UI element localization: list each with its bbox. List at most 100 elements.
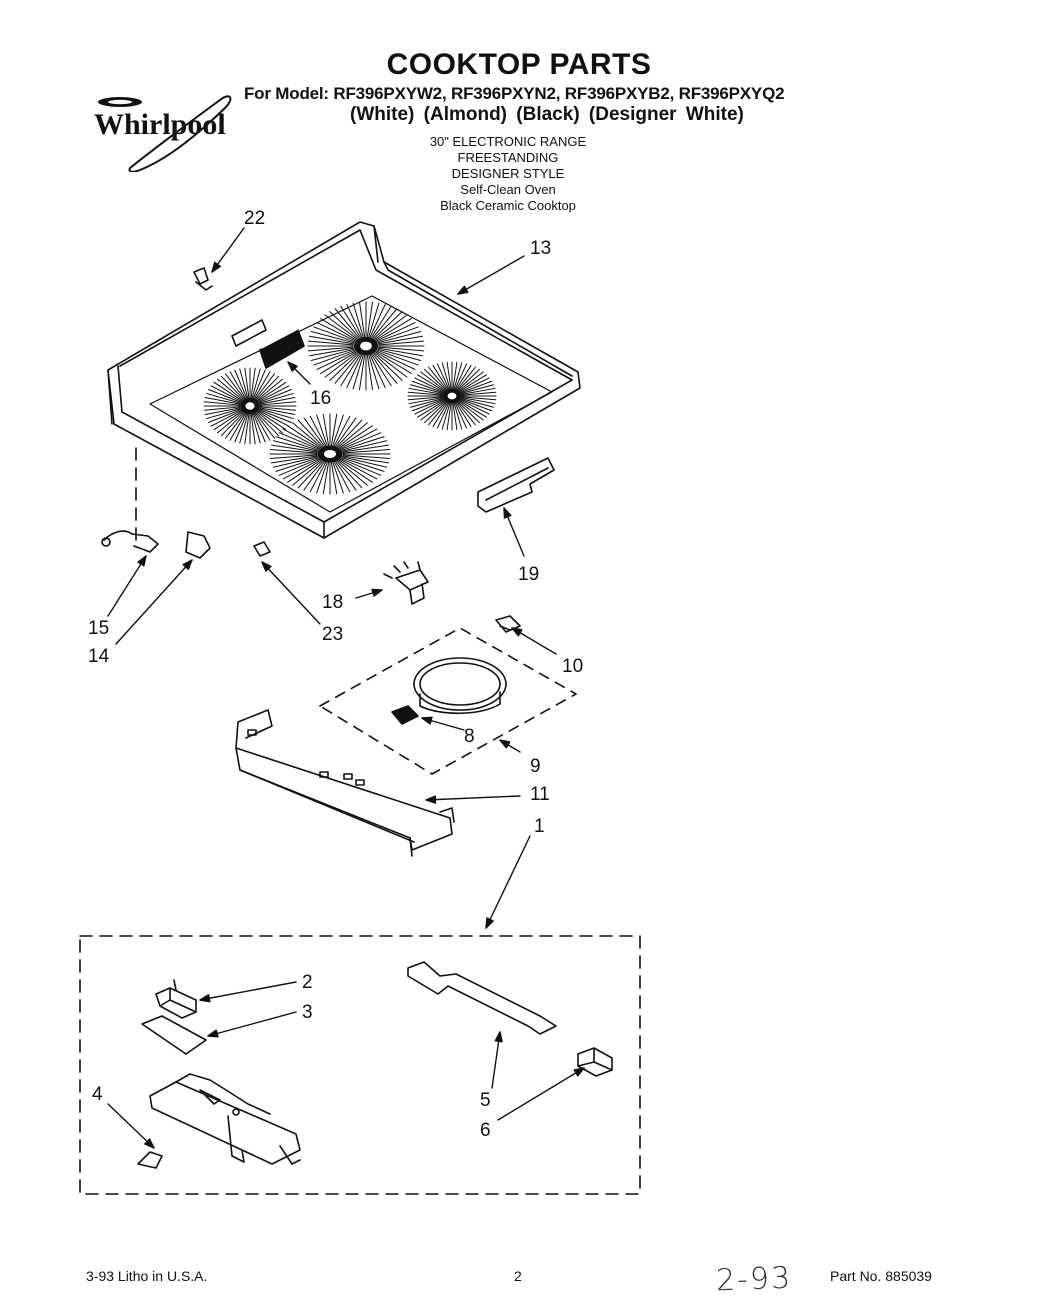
burner-ray: [229, 413, 247, 441]
part-number: Part No. 885039: [830, 1268, 932, 1284]
heating-element-part-8: [391, 657, 507, 725]
burner-ray: [408, 397, 444, 405]
mounting-bracket-assembly: [149, 1073, 301, 1165]
bracket-part-19: [477, 457, 555, 513]
arrowhead: [371, 588, 383, 597]
burner-ray: [334, 353, 360, 384]
arrowhead: [211, 261, 221, 273]
burner-ray: [340, 305, 361, 338]
burner-ray: [213, 381, 243, 402]
burner-ray: [309, 461, 327, 493]
spec-line: Black Ceramic Cooktop: [440, 198, 576, 213]
burner-ray: [307, 340, 354, 346]
burner-ray: [257, 381, 287, 402]
burner-ray: [458, 371, 484, 392]
leader-line: [107, 1103, 155, 1149]
model-list: For Model: RF396PXYW2, RF396PXYN2, RF396…: [244, 84, 785, 103]
burner-ray: [203, 401, 241, 406]
burner-ray: [256, 411, 284, 434]
leader-line: [207, 1011, 297, 1037]
element-assembly-part-9: [319, 627, 577, 775]
burner-ray: [316, 414, 328, 446]
burner-ray: [409, 384, 444, 395]
burner-ray: [340, 354, 361, 387]
burner-ray: [313, 349, 356, 366]
burner-ray: [272, 440, 319, 452]
burner-ray: [333, 461, 351, 493]
burner-ray: [307, 346, 354, 352]
burner-ray: [342, 444, 389, 453]
burner-ray: [329, 353, 359, 381]
burner-ray: [457, 368, 480, 391]
burner-ray: [341, 436, 385, 451]
burner-ray: [204, 397, 241, 405]
burner-ray: [371, 305, 392, 338]
burner-ray: [459, 400, 487, 418]
burner-ray: [234, 413, 248, 443]
product-specs: 30" ELECTRONIC RANGE FREESTANDING DESIGN…: [398, 134, 618, 214]
burner-ray: [292, 422, 323, 448]
burner-ray: [408, 387, 444, 395]
burner-ray: [216, 378, 244, 401]
burner-ray: [316, 462, 328, 494]
arrowhead: [261, 561, 272, 572]
burner-ray: [377, 347, 424, 357]
callout-13: 13: [530, 238, 551, 259]
burner-ray: [253, 413, 271, 441]
callout-14: 14: [88, 646, 110, 667]
burner-ray: [271, 455, 318, 464]
burner-ray: [341, 440, 388, 452]
burner-ray: [322, 413, 330, 446]
callout-1: 1: [534, 816, 545, 837]
arrowhead: [494, 1031, 503, 1043]
burner-ray: [287, 425, 322, 449]
leader-line: [199, 981, 297, 1001]
burner-ray: [332, 462, 344, 494]
burner-ray: [303, 461, 325, 491]
callout-11: 11: [530, 784, 550, 805]
burner-ray: [441, 362, 451, 390]
burner-ray: [374, 314, 408, 340]
burner-ray: [292, 460, 323, 486]
burner-ray: [225, 373, 246, 400]
burner-ray: [460, 387, 496, 395]
arrowhead: [137, 555, 147, 567]
callout-6: 6: [480, 1120, 491, 1141]
arrowhead: [199, 994, 211, 1003]
sleeve-part-14: [185, 531, 211, 559]
burner-ray: [346, 354, 363, 389]
burner-ray: [316, 350, 356, 370]
burner-ray: [417, 374, 445, 392]
burner-ray: [335, 461, 357, 491]
burner-ray: [373, 353, 403, 381]
burner-ray: [275, 457, 319, 472]
burner-ray: [446, 402, 452, 431]
callout-4: 4: [92, 1084, 103, 1105]
burner-ray: [414, 377, 445, 393]
burner-ray: [334, 308, 360, 339]
burner-ray: [428, 366, 448, 391]
burner-ray: [336, 460, 363, 489]
burner-ray: [239, 368, 249, 399]
burner-ray: [216, 411, 244, 434]
burner-ray: [366, 355, 373, 391]
burner-ray: [329, 311, 359, 339]
burner-ray: [278, 458, 320, 476]
callout-18: 18: [322, 592, 343, 613]
burner-ray: [461, 396, 497, 401]
clip-part-10: [495, 615, 521, 633]
burner-ray: [213, 410, 243, 431]
burner-ray: [259, 401, 297, 406]
burner-ray: [275, 436, 319, 451]
burner-ray: [271, 444, 318, 453]
burner-ray: [369, 354, 386, 389]
burner-ray: [359, 301, 366, 337]
burner-ray: [378, 346, 425, 352]
burner-ray: [251, 413, 261, 444]
support-bracket-part-11: [235, 709, 455, 857]
leader-arrows: [107, 227, 585, 1149]
burner-ray: [342, 455, 389, 464]
burner-ray: [320, 351, 357, 374]
display-insert: [259, 327, 305, 369]
burner-ray: [341, 456, 388, 468]
